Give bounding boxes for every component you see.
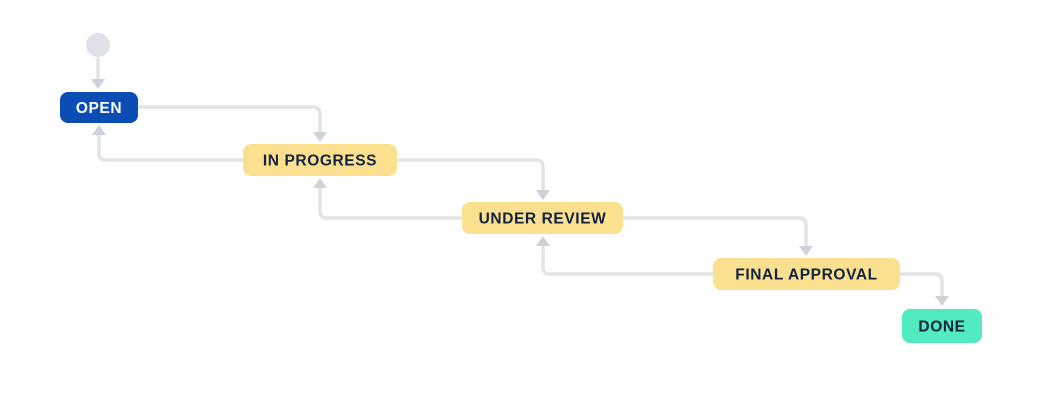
transition-line <box>622 216 808 249</box>
transition-open-to-in-progress <box>137 105 327 142</box>
status-node-under-review[interactable]: UNDER REVIEW <box>462 202 623 234</box>
arrowhead-icon <box>799 246 813 256</box>
arrowhead-icon <box>313 132 327 142</box>
transition-under-review-to-final-approval <box>622 216 813 256</box>
transition-line <box>541 243 714 276</box>
transition-line <box>318 185 463 220</box>
status-label: FINAL APPROVAL <box>735 267 877 284</box>
status-node-done[interactable]: DONE <box>902 309 982 343</box>
status-node-in-progress[interactable]: IN PROGRESS <box>243 144 397 176</box>
status-pill <box>462 202 623 234</box>
arrowhead-icon <box>91 79 105 89</box>
status-node-open[interactable]: OPEN <box>60 92 138 123</box>
status-label: IN PROGRESS <box>263 153 377 170</box>
status-label: OPEN <box>76 100 122 117</box>
status-label: UNDER REVIEW <box>479 211 607 228</box>
status-label: DONE <box>918 319 965 336</box>
start-node <box>86 33 110 57</box>
transition-line <box>396 158 545 193</box>
status-pill <box>243 144 397 176</box>
transition-start-to-open <box>91 57 105 89</box>
transition-in-progress-to-under-review <box>396 158 550 200</box>
arrowhead-icon <box>313 178 327 188</box>
arrowhead-icon <box>92 125 106 135</box>
arrowhead-icon <box>536 236 550 246</box>
transition-under-review-to-in-progress <box>313 178 463 220</box>
status-node-final-approval[interactable]: FINAL APPROVAL <box>713 258 900 290</box>
transition-in-progress-to-open <box>92 125 244 162</box>
transition-final-approval-to-under-review <box>536 236 714 276</box>
status-pill <box>902 309 982 343</box>
status-pill <box>60 92 138 123</box>
arrowhead-icon <box>536 190 550 200</box>
arrowhead-icon <box>935 296 949 306</box>
transition-line <box>97 132 244 162</box>
transition-final-approval-to-done <box>899 272 949 306</box>
status-pill <box>713 258 900 290</box>
transition-line <box>137 105 322 135</box>
transition-line <box>899 272 944 299</box>
